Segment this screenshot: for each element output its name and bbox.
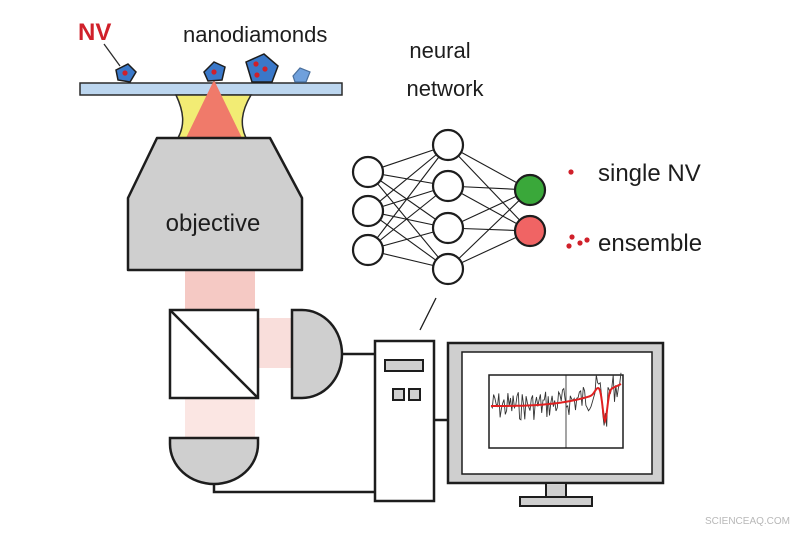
neural-network-label-line2: network (406, 76, 484, 101)
photodetector-icon (290, 308, 344, 400)
objective-body (126, 136, 304, 272)
nn-edge (367, 210, 449, 270)
nv-center-dot (211, 69, 217, 75)
monitor-icon (446, 341, 665, 507)
nv-label: NV (78, 19, 111, 46)
nanodiamonds-group (115, 53, 311, 83)
monitor-neck (545, 482, 567, 498)
watermark: SCIENCEAQ.COM (705, 516, 790, 527)
tower-button (408, 388, 421, 401)
neural-network-connections (367, 144, 531, 270)
nn-edge (367, 171, 449, 270)
beam-splitter-to-detector (258, 318, 293, 368)
beam-splitter-diagonal (169, 309, 259, 399)
nn-edge (367, 171, 449, 229)
ensemble-dot-icon (584, 237, 590, 243)
nn-edge (447, 189, 531, 270)
nn-node (351, 233, 385, 267)
nn-edge (367, 185, 449, 251)
beam-objective-to-splitter (185, 270, 255, 310)
nn-node (351, 194, 385, 228)
nanodiamond-icon (292, 67, 311, 83)
nn-node (431, 128, 465, 162)
output-legend: single NV ensemble (566, 160, 702, 257)
nv-pointer-line (103, 43, 121, 67)
cable-lower-detector-to-computer (212, 484, 375, 494)
nn-edge (367, 144, 449, 251)
computer-tower-icon (373, 339, 436, 503)
ensemble-dot-icon (577, 240, 583, 246)
nv-center-dot (122, 70, 128, 76)
beam-splitter-icon (168, 308, 260, 400)
nn-node (431, 211, 465, 245)
network-pointer-line (419, 297, 437, 331)
nv-center-dot (262, 66, 268, 72)
spectrum-fit-curve (491, 383, 622, 424)
cables (212, 352, 448, 494)
nn-edge (367, 144, 449, 212)
nv-center-dot (253, 61, 259, 67)
ensemble-dot-icon (566, 243, 572, 249)
nv-center-dot (254, 72, 260, 78)
nn-node (351, 155, 385, 189)
beam-splitter-to-lower-detector (185, 398, 255, 438)
objective-lens-icon: objective (126, 136, 304, 272)
tower-button (392, 388, 405, 401)
laser-beam (185, 270, 293, 438)
nanodiamond-icon (245, 53, 279, 83)
neural-network-nodes (351, 128, 547, 286)
photodetector-icon (168, 436, 260, 486)
neural-network-label-line1: neural (409, 38, 470, 63)
output-node-ensemble (513, 214, 547, 248)
nn-node (431, 252, 465, 286)
nn-node (431, 169, 465, 203)
single-nv-label: single NV (598, 160, 701, 187)
monitor-base (519, 496, 593, 507)
tower-drive-slot (384, 359, 424, 372)
ensemble-dot-icon (569, 234, 575, 240)
nanodiamonds-label: nanodiamonds (183, 22, 327, 47)
single-nv-dot-icon (568, 169, 574, 175)
objective-label: objective (166, 210, 261, 237)
focused-beam (186, 80, 242, 138)
output-node-single (513, 173, 547, 207)
spectrum-raw-data (490, 372, 622, 427)
ensemble-label: ensemble (598, 230, 702, 257)
